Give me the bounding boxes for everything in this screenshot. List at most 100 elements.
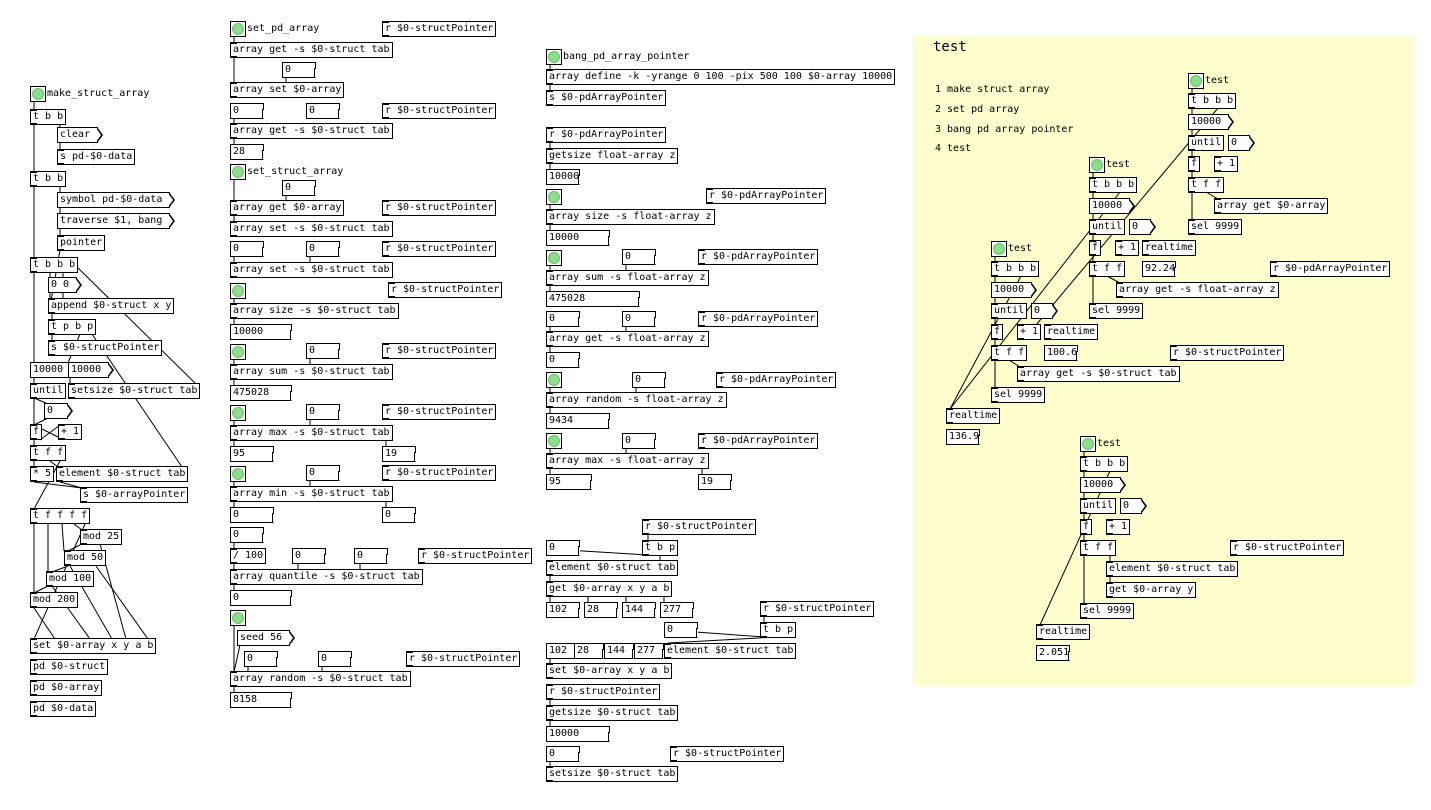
bang-array-max[interactable] (230, 405, 246, 421)
msg-10000-b[interactable]: 10000 (68, 362, 115, 378)
test4-t-f-f[interactable]: t f f (1080, 540, 1117, 556)
number-0-p[interactable]: 0 (244, 651, 278, 667)
test2-msg-0[interactable]: 0 (1129, 219, 1156, 235)
array-max-float[interactable]: array max -s float-array z (546, 453, 709, 469)
seed-message[interactable]: seed 56 (237, 630, 296, 646)
test4-realtime[interactable]: realtime (1036, 624, 1091, 640)
r-structpointer-10[interactable]: r $0-structPointer (406, 651, 521, 667)
number-10000-c3b[interactable]: 10000 (546, 230, 610, 246)
t-b-b-object-2[interactable]: t b b (30, 171, 67, 187)
array-get-struct-1[interactable]: array get -s $0-struct tab (230, 42, 393, 58)
mod-25-object[interactable]: mod 25 (80, 529, 123, 545)
array-get-float[interactable]: array get -s float-array z (546, 331, 709, 347)
number-0-c3f[interactable]: 0 (622, 433, 656, 449)
array-set-struct-1[interactable]: array set -s $0-struct tab (230, 221, 393, 237)
element-struct-1[interactable]: element $0-struct tab (546, 560, 679, 576)
test4-element[interactable]: element $0-struct tab (1106, 561, 1239, 577)
number-0-n[interactable]: 0 (354, 548, 388, 564)
test2-f[interactable]: f (1089, 240, 1102, 256)
number-10000-c3c[interactable]: 10000 (546, 726, 610, 742)
number-102[interactable]: 102 (546, 602, 580, 618)
t-b-p-object-2[interactable]: t b p (760, 622, 797, 638)
bang-array-max-float[interactable] (546, 433, 562, 449)
array-get-struct-2[interactable]: array get -s $0-struct tab (230, 123, 393, 139)
test4-until[interactable]: until (1080, 498, 1117, 514)
bang-set-pd-array[interactable] (230, 21, 246, 37)
get-array-object[interactable]: get $0-array x y a b (546, 581, 673, 597)
number-0-e[interactable]: 0 (230, 241, 264, 257)
pd-array-subpatch[interactable]: pd $0-array (30, 680, 103, 696)
r-pdarraypointer-5[interactable]: r $0-pdArrayPointer (716, 372, 837, 388)
r-structpointer-c3c[interactable]: r $0-structPointer (546, 684, 661, 700)
number-0-q[interactable]: 0 (318, 651, 352, 667)
number-8158[interactable]: 8158 (230, 692, 292, 708)
r-structpointer-c3d[interactable]: r $0-structPointer (670, 746, 785, 762)
mod-50-object[interactable]: mod 50 (64, 550, 107, 566)
test4-realtime-value[interactable]: 2.051 (1036, 645, 1070, 661)
test3-until[interactable]: until (991, 303, 1028, 319)
number-0-c3c[interactable]: 0 (622, 311, 656, 327)
test3-msg-0[interactable]: 0 (1031, 303, 1058, 319)
number-144-b[interactable]: 144 (604, 643, 634, 659)
number-19[interactable]: 19 (382, 446, 416, 462)
array-get-array[interactable]: array get $0-array (230, 200, 345, 216)
array-define-object[interactable]: array define -k -yrange 0 100 -pix 500 1… (546, 69, 896, 85)
t-b-b-object[interactable]: t b b (30, 109, 67, 125)
test2-realtime[interactable]: realtime (1142, 240, 1197, 256)
test1-f[interactable]: f (1188, 156, 1201, 172)
until-object[interactable]: until (30, 383, 67, 399)
bang-test-2[interactable] (1089, 157, 1105, 173)
array-set-struct-2[interactable]: array set -s $0-struct tab (230, 262, 393, 278)
array-set-array[interactable]: array set $0-array (230, 82, 345, 98)
number-28-b[interactable]: 28 (574, 643, 604, 659)
test3-sel[interactable]: sel 9999 (991, 387, 1046, 403)
bang-array-random[interactable] (230, 610, 246, 626)
number-0-c3h[interactable]: 0 (664, 622, 698, 638)
test4-plus-1[interactable]: + 1 (1106, 519, 1131, 535)
r-pdarraypointer-1[interactable]: r $0-pdArrayPointer (546, 127, 667, 143)
r-pdarraypointer-3[interactable]: r $0-pdArrayPointer (698, 249, 819, 265)
number-0-j[interactable]: 0 (230, 507, 274, 523)
number-28[interactable]: 28 (230, 144, 264, 160)
array-sum-struct[interactable]: array sum -s $0-struct tab (230, 364, 393, 380)
msg-10000-a[interactable]: 10000 (30, 362, 77, 378)
bang-test-3[interactable] (991, 241, 1007, 257)
number-0-k[interactable]: 0 (382, 507, 416, 523)
multiply-5-object[interactable]: * 5 (30, 466, 55, 482)
number-0-c3b[interactable]: 0 (546, 311, 580, 327)
r-structpointer-5[interactable]: r $0-structPointer (388, 282, 503, 298)
test3-realtime[interactable]: realtime (1044, 324, 1099, 340)
number-0-g[interactable]: 0 (306, 343, 340, 359)
t-f-f-object[interactable]: t f f (30, 445, 67, 461)
test2-array-get-float[interactable]: array get -s float-array z (1116, 282, 1279, 298)
t-b-b-b-object[interactable]: t b b b (30, 257, 79, 273)
number-0-d[interactable]: 0 (282, 180, 316, 196)
r-structpointer-3[interactable]: r $0-structPointer (382, 200, 497, 216)
bang-array-size[interactable] (230, 283, 246, 299)
test4-r-structpointer[interactable]: r $0-structPointer (1230, 540, 1345, 556)
traverse-message[interactable]: traverse $1, bang (57, 213, 176, 229)
number-0-c3d[interactable]: 0 (546, 352, 580, 368)
number-475028-c3[interactable]: 475028 (546, 291, 640, 307)
bang-array-size-float[interactable] (546, 189, 562, 205)
test3-array-get-struct[interactable]: array get -s $0-struct tab (1017, 366, 1180, 382)
number-10000-c3a[interactable]: 10000 (546, 169, 580, 185)
test3-t-f-f[interactable]: t f f (991, 345, 1028, 361)
pd-struct-subpatch[interactable]: pd $0-struct (30, 659, 109, 675)
t-p-b-p-object[interactable]: t p b p (48, 319, 97, 335)
bang-array-sum-float[interactable] (546, 250, 562, 266)
array-size-struct[interactable]: array size -s $0-struct tab (230, 303, 399, 319)
test1-until[interactable]: until (1188, 135, 1225, 151)
zero-zero-message[interactable]: 0 0 (48, 277, 83, 293)
bang-test-4[interactable] (1080, 436, 1096, 452)
number-0-c[interactable]: 0 (306, 103, 340, 119)
number-277-b[interactable]: 277 (634, 643, 664, 659)
array-quantile-struct[interactable]: array quantile -s $0-struct tab (230, 569, 423, 585)
test4-t-b-b-b[interactable]: t b b b (1080, 456, 1129, 472)
f-object[interactable]: f (30, 424, 43, 440)
array-max-struct[interactable]: array max -s $0-struct tab (230, 425, 393, 441)
test1-msg-10000[interactable]: 10000 (1188, 114, 1235, 130)
s-data-object[interactable]: s pd-$0-data (57, 149, 136, 165)
r-structpointer-1[interactable]: r $0-structPointer (382, 21, 497, 37)
set-array-object[interactable]: set $0-array x y a b (30, 638, 157, 654)
